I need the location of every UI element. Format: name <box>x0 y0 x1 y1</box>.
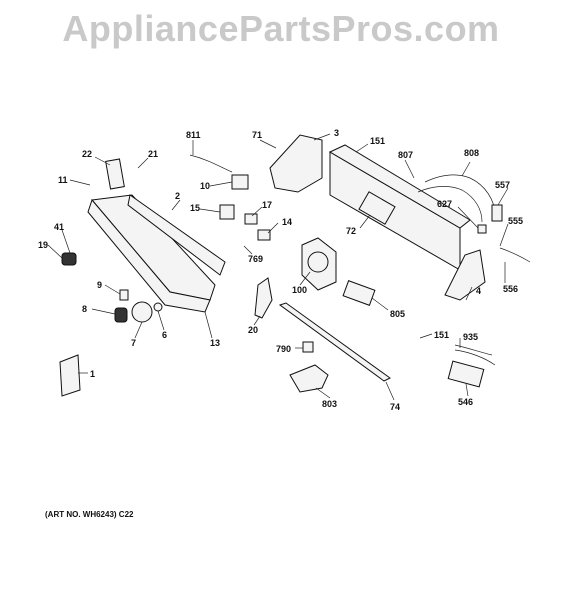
callout-15: 15 <box>190 203 200 213</box>
callout-41: 41 <box>54 222 64 232</box>
callout-8: 8 <box>82 304 87 314</box>
clip-9 <box>119 289 129 301</box>
end-cap-4 <box>444 249 486 301</box>
callout-803: 803 <box>322 399 337 409</box>
callout-21: 21 <box>148 149 158 159</box>
valve-10 <box>231 174 249 190</box>
switch-15 <box>219 204 235 220</box>
timer-100 <box>301 237 337 291</box>
end-cap-3 <box>269 134 323 193</box>
callout-11: 11 <box>58 175 68 185</box>
callout-6: 6 <box>162 330 167 340</box>
bracket-557 <box>491 204 503 222</box>
callout-808: 808 <box>464 148 479 158</box>
callout-151-b: 151 <box>434 330 449 340</box>
callout-72: 72 <box>346 226 356 236</box>
wire-811 <box>189 154 233 173</box>
callout-17: 17 <box>262 200 272 210</box>
callout-71: 71 <box>252 130 262 140</box>
callout-1: 1 <box>90 369 95 379</box>
trim-20 <box>254 277 273 319</box>
callout-557: 557 <box>495 180 510 190</box>
callout-546: 546 <box>458 397 473 407</box>
callout-935: 935 <box>463 332 478 342</box>
clip-790 <box>302 341 314 353</box>
callout-807: 807 <box>398 150 413 160</box>
callout-556: 556 <box>503 284 518 294</box>
callout-790: 790 <box>276 344 291 354</box>
callout-3: 3 <box>334 128 339 138</box>
switch-17 <box>244 213 258 225</box>
callout-627: 627 <box>437 199 452 209</box>
callout-20: 20 <box>248 325 258 335</box>
manual-1 <box>59 354 81 397</box>
watermark-text: AppliancePartsPros.com <box>62 8 500 49</box>
wire-556 <box>499 247 531 263</box>
callout-74: 74 <box>390 402 400 412</box>
callout-805: 805 <box>390 309 405 319</box>
callout-2: 2 <box>175 191 180 201</box>
callout-10: 10 <box>200 181 210 191</box>
knob-19 <box>61 252 77 266</box>
washer-6 <box>153 302 163 312</box>
callout-4: 4 <box>476 286 481 296</box>
callout-151: 151 <box>370 136 385 146</box>
leader-lines <box>47 133 509 401</box>
callout-9: 9 <box>97 280 102 290</box>
knob-8 <box>114 307 128 323</box>
callout-100: 100 <box>292 285 307 295</box>
switch-805 <box>342 280 376 306</box>
trim-strip-74 <box>278 302 391 382</box>
callout-labels: 811 71 3 151 807 808 22 21 11 10 2 15 17… <box>38 128 523 412</box>
art-number: (ART NO. WH6243) C22 <box>45 510 134 519</box>
callout-13: 13 <box>210 338 220 348</box>
dispenser-803 <box>289 364 329 393</box>
knob-7 <box>131 301 153 323</box>
hoses-808 <box>417 174 496 223</box>
control-panel-2 <box>87 194 226 313</box>
harness-546 <box>447 349 496 388</box>
callout-769: 769 <box>248 254 263 264</box>
callout-14: 14 <box>282 217 292 227</box>
callout-555: 555 <box>508 216 523 226</box>
callout-19: 19 <box>38 240 48 250</box>
connector-627 <box>477 224 487 234</box>
wire-935 <box>454 344 493 356</box>
callout-811: 811 <box>186 130 201 140</box>
rear-panel-72 <box>328 144 471 271</box>
callout-7: 7 <box>131 338 136 348</box>
knob-bracket-22 <box>105 158 125 190</box>
callout-22: 22 <box>82 149 92 159</box>
switch-14 <box>257 229 271 241</box>
